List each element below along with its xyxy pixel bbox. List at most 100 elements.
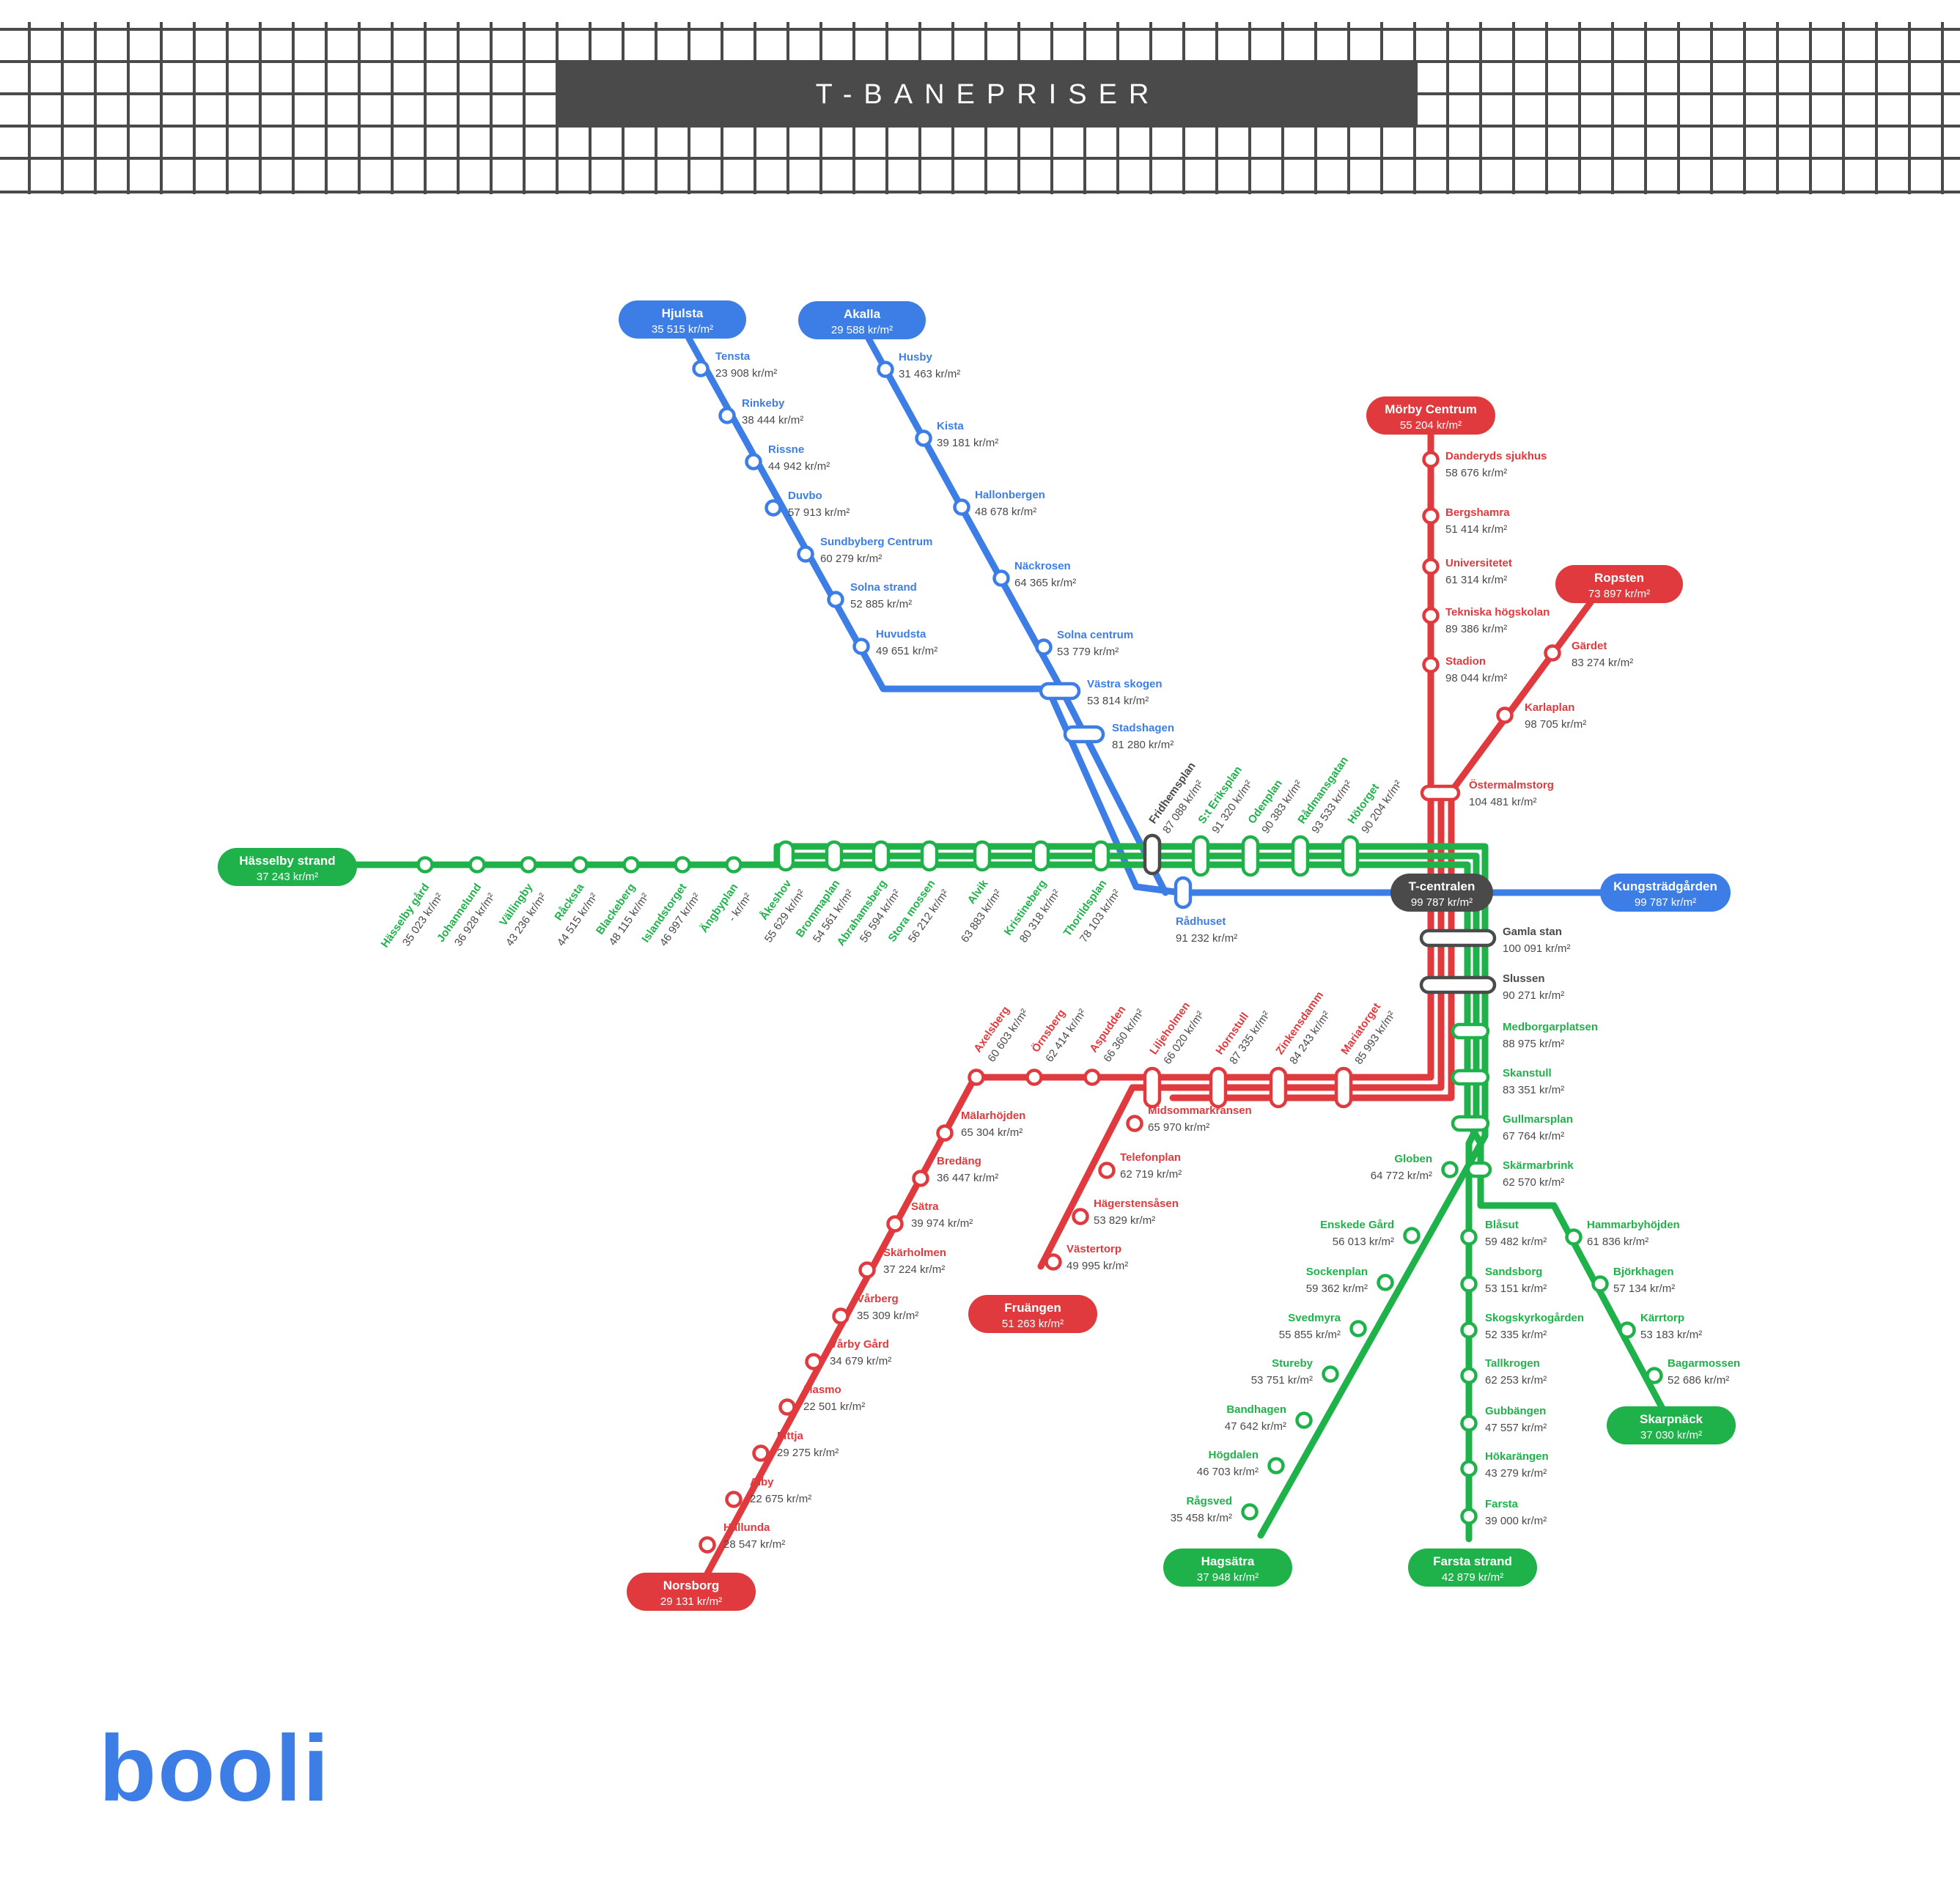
station-marker[interactable] (1422, 607, 1440, 624)
station-marker[interactable] (718, 407, 736, 424)
station-marker[interactable] (1083, 1068, 1101, 1086)
station-marker[interactable] (805, 1353, 822, 1370)
station-marker[interactable] (725, 1491, 743, 1508)
station-marker[interactable] (1349, 1320, 1367, 1337)
interchange-marker[interactable] (1039, 682, 1081, 701)
station-marker[interactable] (1591, 1275, 1609, 1293)
station-marker[interactable] (852, 638, 870, 655)
station-marker[interactable] (1267, 1457, 1285, 1474)
station-marker[interactable] (1544, 644, 1561, 662)
station-marker[interactable] (1422, 656, 1440, 673)
station-marker[interactable] (1045, 1253, 1062, 1271)
station-marker[interactable] (1295, 1411, 1313, 1429)
interchange-marker[interactable] (1451, 1022, 1490, 1040)
station-marker[interactable] (1460, 1367, 1478, 1384)
station-marker[interactable] (1072, 1208, 1089, 1225)
interchange-marker[interactable] (1334, 1066, 1353, 1109)
interchange-marker[interactable] (1291, 835, 1310, 877)
interchange-marker[interactable] (1209, 1066, 1228, 1109)
station-marker[interactable] (915, 429, 932, 447)
interchange-marker[interactable] (1420, 784, 1461, 802)
station-marker[interactable] (1035, 638, 1053, 656)
station-marker[interactable] (725, 856, 743, 874)
interchange-marker[interactable] (1031, 840, 1050, 872)
interchange-marker[interactable] (973, 840, 992, 872)
interchange-marker[interactable] (1174, 876, 1193, 909)
station-marker[interactable] (1460, 1507, 1478, 1525)
interchange-marker[interactable] (1341, 835, 1360, 877)
station-marker[interactable] (778, 1398, 796, 1416)
interchange-marker[interactable] (1143, 1066, 1162, 1109)
station-marker[interactable] (1098, 1162, 1116, 1179)
station-marker[interactable] (936, 1124, 954, 1142)
station-marker[interactable] (968, 1068, 985, 1086)
interchange-marker[interactable] (1451, 1115, 1490, 1132)
station-marker[interactable] (1126, 1115, 1143, 1132)
station-marker[interactable] (1618, 1321, 1636, 1339)
interchange-marker[interactable] (825, 840, 844, 872)
interchange-marker[interactable] (1241, 835, 1260, 877)
interchange-marker[interactable] (920, 840, 939, 872)
station-marker[interactable] (1460, 1275, 1478, 1293)
station-marker[interactable] (912, 1170, 929, 1187)
station-marker[interactable] (1460, 1460, 1478, 1477)
station-marker[interactable] (674, 856, 691, 874)
interchange-marker[interactable] (1419, 929, 1497, 948)
station-marker[interactable] (692, 360, 710, 377)
station-marker[interactable] (992, 569, 1010, 587)
station-marker[interactable] (1565, 1228, 1583, 1246)
station-marker[interactable] (1241, 1503, 1259, 1521)
station-marker[interactable] (1646, 1367, 1663, 1384)
station-marker[interactable] (752, 1444, 770, 1462)
interchange-marker[interactable] (1419, 975, 1497, 994)
station-marker[interactable] (858, 1261, 876, 1279)
interchange-marker[interactable] (1269, 1066, 1288, 1109)
station-marker[interactable] (745, 453, 762, 470)
interchange-marker[interactable] (1091, 840, 1110, 872)
station-marker[interactable] (1460, 1321, 1478, 1339)
station-marker[interactable] (571, 856, 589, 874)
station-marker[interactable] (832, 1307, 850, 1325)
station-marker[interactable] (622, 856, 640, 874)
station-marker[interactable] (1496, 706, 1514, 724)
interchange-marker[interactable] (1466, 1161, 1492, 1178)
station-marker[interactable] (1025, 1068, 1043, 1086)
station-marker[interactable] (1403, 1227, 1421, 1244)
station-marker[interactable] (797, 545, 814, 563)
station-marker[interactable] (1422, 558, 1440, 575)
station-marker[interactable] (1322, 1365, 1339, 1383)
interchange-marker[interactable] (872, 840, 891, 872)
station-marker[interactable] (699, 1536, 716, 1554)
station-marker[interactable] (1422, 451, 1440, 468)
station-marker[interactable] (416, 856, 434, 874)
station-marker[interactable] (1422, 507, 1440, 525)
station-marker[interactable] (468, 856, 486, 874)
station-marker[interactable] (1441, 1161, 1459, 1178)
station-marker[interactable] (886, 1215, 904, 1233)
station-marker[interactable] (953, 498, 970, 516)
station-marker[interactable] (765, 499, 782, 517)
interchange-marker[interactable] (776, 840, 795, 872)
station-marker[interactable] (1377, 1274, 1394, 1291)
station-marker[interactable] (827, 591, 844, 608)
station-marker[interactable] (520, 856, 537, 874)
interchange-marker[interactable] (1191, 835, 1210, 877)
interchange-marker[interactable] (1451, 1068, 1490, 1086)
station-marker[interactable] (877, 361, 894, 378)
interchange-marker[interactable] (1063, 725, 1105, 744)
station-marker[interactable] (1460, 1414, 1478, 1432)
interchange-marker[interactable] (1143, 833, 1162, 876)
station-marker[interactable] (1460, 1228, 1478, 1246)
